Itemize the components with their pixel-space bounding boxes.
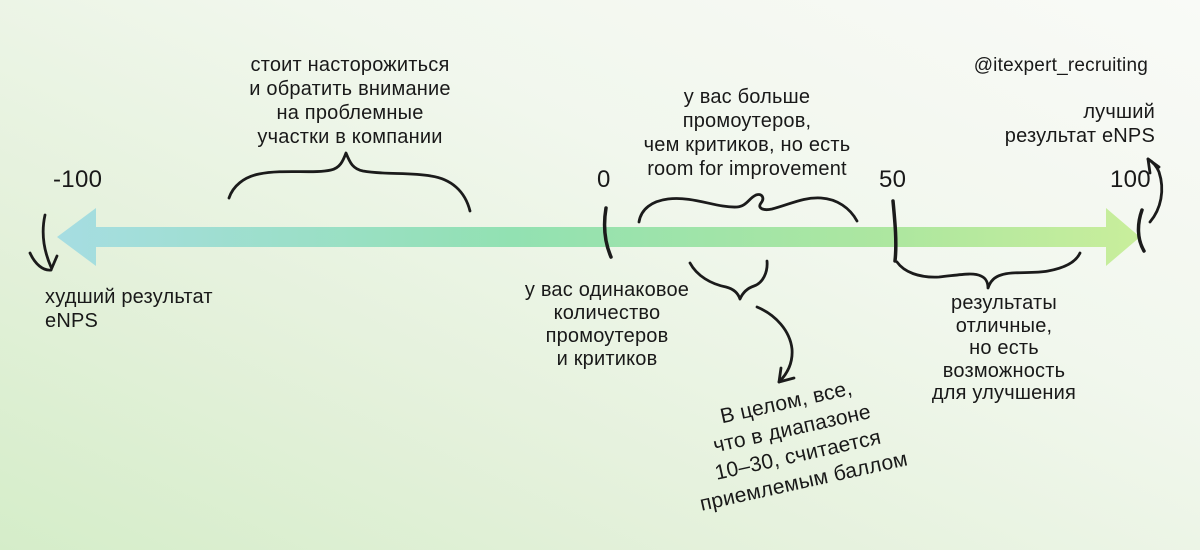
- arrow-to-acceptable-icon: [755, 305, 794, 384]
- annotation-line: количество: [553, 302, 661, 324]
- annotation-line: стоит насторожиться: [250, 54, 450, 76]
- annotation-line: результат eNPS: [1004, 125, 1155, 147]
- annotation-line: и обратить внимание: [249, 78, 451, 100]
- annotation-excellent: результаты отличные, но есть возможность…: [884, 292, 1124, 405]
- annotation-line: возможность: [942, 359, 1066, 382]
- annotation-line: отличные,: [955, 314, 1053, 337]
- annotation-line: room for improvement: [647, 158, 847, 180]
- annotation-line: на проблемные: [276, 102, 424, 124]
- scale-label-0: 0: [597, 166, 611, 193]
- annotation-line: у вас одинаковое: [524, 279, 690, 301]
- arrow-to-worst-wing: [28, 251, 53, 272]
- annotation-line: промоутеров: [545, 325, 669, 347]
- annotation-line: худший результат: [45, 286, 213, 308]
- double-headed-arrow: [57, 208, 1140, 266]
- annotation-line: результаты: [951, 292, 1057, 314]
- social-handle: @itexpert_recruiting: [973, 55, 1148, 76]
- arrow-to-worst-icon: [41, 213, 53, 269]
- annotation-more-promoters: у вас больше промоутеров, чем критиков, …: [607, 85, 887, 181]
- tick-0: [602, 206, 613, 259]
- annotation-best: лучший результат eNPS: [1005, 100, 1155, 148]
- annotation-line: чем критиков, но есть: [643, 134, 851, 156]
- brace-0-50-range: [637, 193, 859, 224]
- annotation-line: eNPS: [45, 310, 99, 332]
- annotation-line: у вас больше: [683, 86, 811, 108]
- annotation-line: но есть: [969, 337, 1039, 359]
- scale-label-100: 100: [1110, 166, 1151, 193]
- tick-100: [1136, 208, 1146, 253]
- tick-50: [891, 199, 898, 263]
- brace-warning-range: [227, 151, 472, 213]
- arrow-to-acceptable-tip: [777, 366, 796, 384]
- annotation-line: лучший: [1083, 101, 1155, 123]
- annotation-line: и критиков: [556, 348, 658, 370]
- annotation-line: участки в компании: [257, 126, 443, 148]
- annotation-line: для улучшения: [931, 382, 1077, 404]
- annotation-line: промоутеров,: [682, 110, 812, 132]
- scale-label-minus-100: -100: [53, 166, 103, 193]
- annotation-equal: у вас одинаковое количество промоутеров …: [487, 279, 727, 371]
- arrow-to-worst-tip: [49, 254, 59, 272]
- annotation-worst: худший результат eNPS: [45, 285, 213, 333]
- annotation-warning: стоит насторожиться и обратить внимание …: [200, 53, 500, 149]
- scale-label-50: 50: [879, 166, 907, 193]
- brace-50-100-range: [895, 251, 1082, 290]
